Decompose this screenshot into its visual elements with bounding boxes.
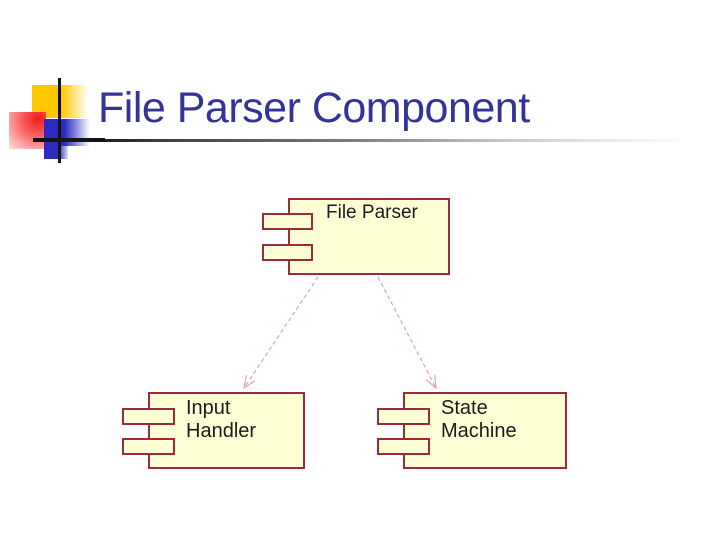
label-line: Machine xyxy=(441,420,517,442)
component-label: File Parser xyxy=(326,202,418,223)
component-file-parser[interactable]: File Parser xyxy=(262,198,450,275)
component-tab-icon xyxy=(122,438,175,455)
component-body xyxy=(403,392,567,469)
component-tab-icon xyxy=(122,408,175,425)
component-body xyxy=(288,198,450,275)
label-line: State xyxy=(441,397,488,419)
label-line: Input xyxy=(186,397,231,419)
component-state-machine[interactable]: State Machine xyxy=(377,392,567,469)
component-body xyxy=(148,392,305,469)
component-label: Input Handler xyxy=(186,397,256,443)
logo-horizontal-line xyxy=(33,138,105,142)
component-tab-icon xyxy=(262,244,313,261)
component-tab-icon xyxy=(377,408,430,425)
component-input-handler[interactable]: Input Handler xyxy=(122,392,305,469)
label-line: Handler xyxy=(186,420,257,442)
title-underline-rule xyxy=(95,139,680,142)
component-label: State Machine xyxy=(441,397,517,443)
slide-title: File Parser Component xyxy=(98,84,530,132)
connector-fileparser-to-statemachine xyxy=(377,276,436,388)
logo-blue-square-lower xyxy=(44,146,68,159)
component-tab-icon xyxy=(262,213,313,230)
component-tab-icon xyxy=(377,438,430,455)
logo-red-square xyxy=(9,112,46,149)
connector-fileparser-to-inputhandler xyxy=(244,276,319,388)
logo-vertical-line xyxy=(58,78,61,163)
